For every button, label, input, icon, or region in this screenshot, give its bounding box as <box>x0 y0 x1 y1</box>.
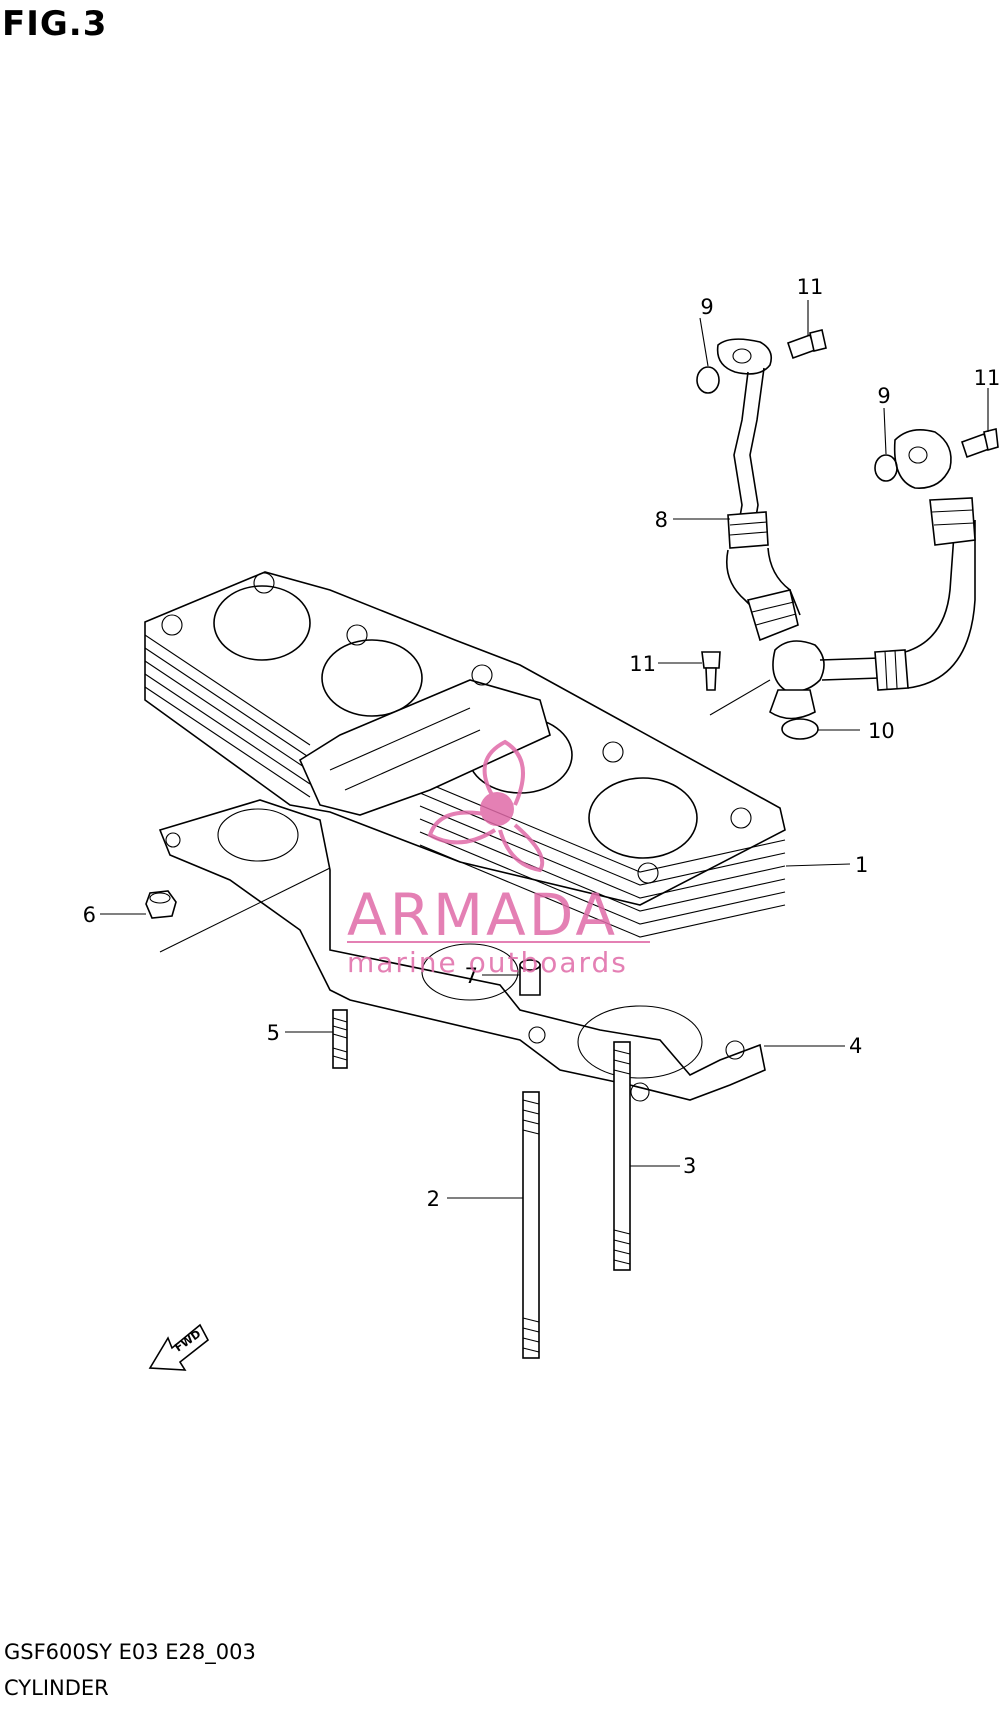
o-ring-9-right <box>874 454 898 482</box>
oil-pipe-assembly <box>716 338 976 720</box>
callout-9-right: 9 <box>877 384 890 408</box>
callout-11-top: 11 <box>797 275 824 299</box>
bolt-11-top <box>786 329 827 360</box>
callout-2: 2 <box>427 1187 440 1211</box>
dowel-pin-7 <box>519 959 541 996</box>
callout-3: 3 <box>683 1154 696 1178</box>
propeller-hub-icon <box>480 792 514 826</box>
stud-3 <box>613 1041 631 1271</box>
bolt-11-middle <box>701 651 721 691</box>
callout-1: 1 <box>855 853 868 877</box>
fwd-arrow: FWD <box>148 1323 210 1371</box>
base-gasket <box>158 799 766 1102</box>
watermark: ARMADA marine outboards <box>347 739 650 979</box>
callout-7: 7 <box>465 964 478 988</box>
stud-2-long <box>522 1091 540 1359</box>
figure-title: FIG.3 <box>2 4 108 44</box>
bolt-11-right <box>960 428 999 459</box>
callout-8: 8 <box>655 508 668 532</box>
callout-labels: 1 2 3 4 5 6 7 8 9 9 10 11 11 11 <box>83 275 1000 1211</box>
o-ring-9-left <box>696 366 720 394</box>
leader-lines <box>100 300 989 1199</box>
callout-10: 10 <box>868 719 895 743</box>
callout-4: 4 <box>849 1034 862 1058</box>
propeller-logo-icon <box>427 739 545 873</box>
stud-5 <box>332 1009 348 1069</box>
nut-6 <box>145 890 177 919</box>
callout-6: 6 <box>83 903 96 927</box>
callout-11-middle: 11 <box>629 652 656 676</box>
o-ring-10 <box>781 718 819 740</box>
section-name: CYLINDER <box>4 1676 109 1700</box>
callout-11-right: 11 <box>974 366 1000 390</box>
callout-9-left: 9 <box>700 295 713 319</box>
callout-5: 5 <box>267 1021 280 1045</box>
model-code: GSF600SY E03 E28_003 <box>4 1640 256 1664</box>
watermark-brand: ARMADA <box>347 881 618 949</box>
watermark-tagline: marine outboards <box>347 946 628 979</box>
